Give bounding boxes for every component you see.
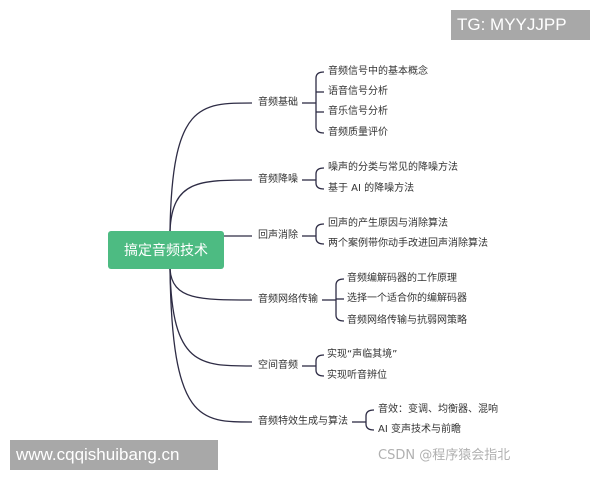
leaf-node[interactable]: 回声的产生原因与消除算法	[328, 218, 448, 229]
branch-node[interactable]: 回声消除	[258, 230, 298, 241]
leaf-node[interactable]: 音频网络传输与抗弱网策略	[347, 315, 467, 326]
bracket	[315, 223, 325, 245]
leaf-node[interactable]: 两个案例带你动手改进回声消除算法	[328, 238, 488, 249]
branch-node[interactable]: 音频降噪	[258, 174, 298, 185]
leaf-node[interactable]: 语音信号分析	[328, 86, 388, 97]
leaf-node[interactable]: 音效：变调、均衡器、混响	[378, 404, 498, 415]
leaf-node[interactable]: 噪声的分类与常见的降噪方法	[328, 162, 458, 173]
leaf-node[interactable]: 实现听音辨位	[327, 370, 387, 381]
leaf-node[interactable]: 基于 AI 的降噪方法	[328, 183, 415, 194]
branch-node[interactable]: 空间音频	[258, 360, 298, 371]
bracket	[335, 278, 345, 322]
branch-node[interactable]: 音频基础	[258, 97, 298, 108]
branch-connector	[169, 268, 253, 423]
branch-connector	[169, 268, 253, 301]
leaf-node[interactable]: 实现“声临其境”	[327, 349, 398, 360]
root-label: 搞定音频技术	[124, 243, 208, 259]
root-node[interactable]: 搞定音频技术	[108, 231, 224, 269]
tg-overlay: TG: MYYJJPP	[451, 10, 590, 40]
url-overlay: www.cqqishuibang.cn	[10, 440, 218, 470]
branch-connector	[169, 268, 253, 367]
leaf-node[interactable]: 音乐信号分析	[328, 106, 388, 117]
branch-node[interactable]: 音频网络传输	[258, 294, 318, 305]
leaf-node[interactable]: 音频信号中的基本概念	[328, 66, 428, 77]
bracket	[315, 354, 325, 377]
leaf-node[interactable]: 音频质量评价	[328, 127, 388, 138]
branch-node[interactable]: 音频特效生成与算法	[258, 416, 348, 427]
branch-connector	[169, 179, 253, 232]
leaf-node[interactable]: 选择一个适合你的编解码器	[347, 293, 467, 304]
leaf-node[interactable]: AI 变声技术与前瞻	[378, 424, 461, 435]
bracket	[315, 71, 325, 134]
leaf-node[interactable]: 音频编解码器的工作原理	[347, 273, 457, 284]
bracket	[365, 409, 375, 431]
csdn-watermark: CSDN @程序猿会指北	[378, 448, 511, 463]
bracket	[315, 167, 325, 190]
branch-connector	[169, 102, 253, 232]
